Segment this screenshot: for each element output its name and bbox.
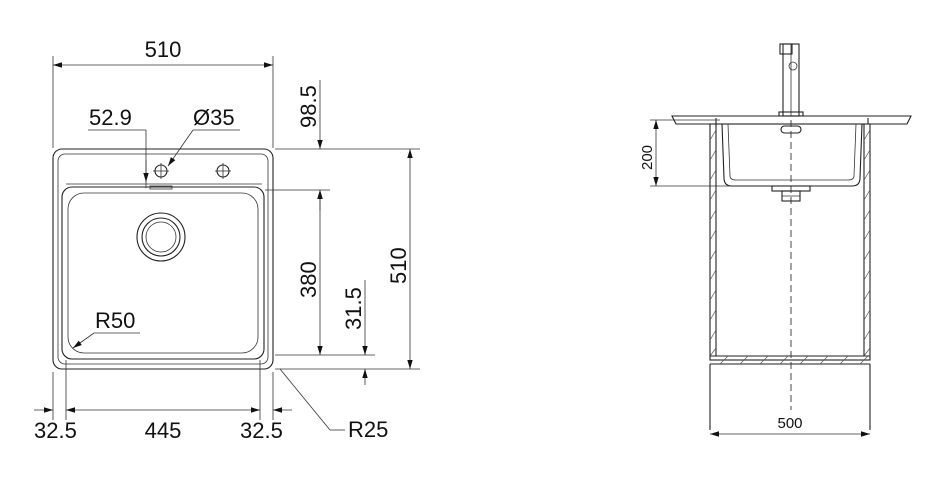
drain-outer bbox=[136, 212, 186, 262]
cabinet-outline bbox=[709, 123, 871, 361]
sink-top-view: 510 52.9 Ø35 98.5 380 31.5 510 R50 bbox=[34, 37, 420, 443]
drain-ring bbox=[141, 217, 181, 257]
dim-margin-left: 32.5 bbox=[34, 418, 77, 443]
dim-bottom-margin: 31.5 bbox=[341, 287, 366, 330]
dim-flange-depth: 98.5 bbox=[296, 85, 321, 128]
sink-side-view: 200 500 bbox=[639, 43, 912, 437]
dim-bowl-width: 445 bbox=[145, 418, 182, 443]
dim-bowl-depth: 200 bbox=[639, 145, 656, 170]
drain-inner bbox=[145, 221, 177, 253]
bowl-inner-outline bbox=[67, 192, 259, 354]
dim-bowl-length: 380 bbox=[296, 261, 321, 298]
sink-outer-outline-inner bbox=[57, 153, 269, 365]
wall-hatch-left bbox=[709, 129, 717, 357]
tap-hole-left-icon bbox=[153, 163, 169, 179]
dim-margin-right: 32.5 bbox=[240, 418, 283, 443]
dim-width-top: 510 bbox=[145, 37, 182, 62]
dim-cabinet-width: 500 bbox=[777, 415, 802, 432]
wall-hatch-right bbox=[863, 129, 871, 357]
dim-outer-radius: R25 bbox=[348, 417, 388, 442]
dim-hole-offset: 52.9 bbox=[89, 105, 132, 130]
worktop bbox=[671, 115, 912, 125]
floor-hatch bbox=[719, 355, 869, 365]
dim-hole-diameter: Ø35 bbox=[193, 105, 235, 130]
faucet-icon bbox=[778, 43, 804, 117]
dim-inner-radius: R50 bbox=[95, 308, 135, 333]
sink-outer-outline bbox=[52, 148, 274, 370]
bowl-outline bbox=[61, 186, 265, 360]
dim-overall-height: 510 bbox=[386, 247, 411, 284]
side-bowl-outline bbox=[715, 118, 869, 187]
tap-hole-right-icon bbox=[215, 163, 231, 179]
